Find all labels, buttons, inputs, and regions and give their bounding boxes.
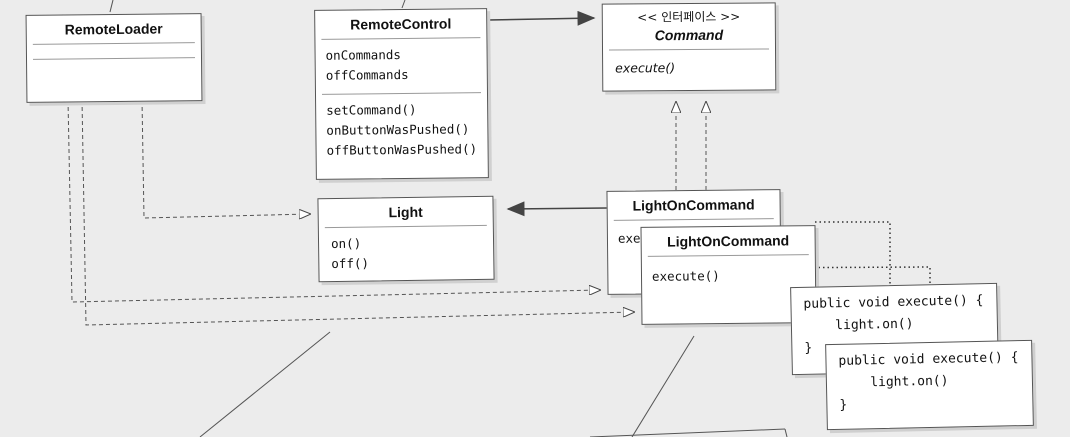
- method-off: off(): [331, 255, 370, 272]
- remoteloader-name: RemoteLoader: [32, 14, 195, 45]
- method-setcommand: setCommand(): [326, 101, 417, 118]
- light-class: Light on() off(): [317, 195, 495, 283]
- remotecontrol-class: RemoteControl onCommands offCommands set…: [314, 8, 489, 180]
- note-connector-back: [815, 221, 891, 290]
- command-interface: << 인터페이스 >> Command execute(): [601, 2, 777, 92]
- lightoncommand-back-name: LightOnCommand: [613, 190, 774, 221]
- command-stereotype: << 인터페이스 >>: [637, 9, 741, 25]
- attribute-offcommands: offCommands: [325, 66, 409, 83]
- method-onbuttonwaspushed: onButtonWasPushed(): [326, 121, 470, 138]
- code-front-line-3: }: [839, 397, 848, 413]
- code-front-line-1: public void execute() {: [838, 350, 1019, 369]
- command-name: Command: [608, 24, 770, 51]
- code-note-front: public void execute() { light.on()}: [825, 339, 1034, 431]
- light-methods: on() off(): [319, 226, 494, 280]
- dependency-remoteloader-light: [141, 99, 310, 218]
- code-note-front-text: public void execute() { light.on()}: [826, 341, 1033, 423]
- light-name: Light: [324, 196, 487, 229]
- remotecontrol-name: RemoteControl: [321, 9, 481, 40]
- method-on: on(): [330, 235, 362, 252]
- dependency-remoteloader-lightoncommand-2: [81, 99, 634, 326]
- association-remotecontrol-command: [487, 10, 596, 26]
- association-lightoncommand-light: [506, 201, 608, 217]
- remoteloader-class: RemoteLoader: [25, 13, 203, 103]
- attribute-oncommands: onCommands: [325, 47, 401, 63]
- method-offbuttonwaspushed: offButtonWasPushed(): [326, 141, 478, 158]
- lightoncommand-front-name: LightOnCommand: [647, 226, 809, 257]
- command-method-execute: execute(): [615, 60, 676, 76]
- dependency-remoteloader-lightoncommand-1: [67, 99, 600, 303]
- code-back-line-1: public void execute() {: [803, 293, 984, 312]
- remotecontrol-methods: setCommand() onButtonWasPushed() offButt…: [321, 92, 482, 167]
- remotecontrol-attributes: onCommands offCommands: [315, 38, 487, 94]
